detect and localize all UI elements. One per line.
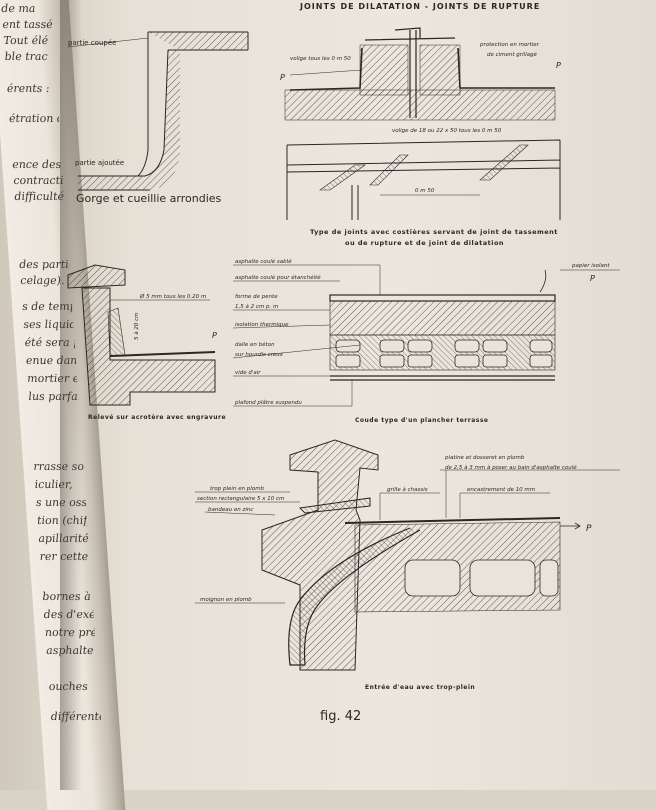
label-protection-2: de ciment grillagé <box>487 51 538 58</box>
releve-caption: Relevé sur acrotère avec engravure <box>88 414 226 421</box>
label-plafond: plafond plâtre suspendu <box>234 399 302 406</box>
joint-section-figure: volige tous les 0 m 50 protection en mor… <box>280 27 561 247</box>
label-trop-plein-1: trop plein en plomb <box>210 486 265 492</box>
label-p-left: P <box>280 73 285 82</box>
label-vide-air: vide d'air <box>235 370 261 376</box>
label-trop-plein-2: section rectangulaire 5 x 10 cm <box>197 496 284 502</box>
label-p: P <box>586 524 592 534</box>
label-anchor: Ø 5 mm tous les 0.20 m <box>139 293 206 300</box>
label-asphalte-etancheite: asphalte coulé pour étanchéité <box>235 274 321 281</box>
releve-figure: Ø 5 mm tous les 0.20 m 5 à 20 cm P Relev… <box>67 264 226 421</box>
joint-caption-2: ou de rupture et de joint de dilatation <box>345 239 504 247</box>
label-forme-pente: forme de pente <box>235 294 278 300</box>
label-p: P <box>212 331 217 340</box>
gorge-caption: Gorge et cueillie arrondies <box>76 192 222 205</box>
figure-42-drawings: JOINTS DE DILATATION - JOINTS DE RUPTURE… <box>67 2 620 724</box>
label-platine-2: de 2,5 à 3 mm à poser au bain d'asphalte… <box>445 464 577 471</box>
label-p-right: P <box>556 61 561 70</box>
figure-number: fig. 42 <box>320 709 361 724</box>
plancher-caption: Coude type d'un plancher terrasse <box>355 417 488 424</box>
label-hourdis: sur hourdis creux <box>235 352 284 358</box>
label-p: P <box>590 274 595 283</box>
gorge-figure: partie coupée partie ajoutée Gorge et cu… <box>67 31 249 205</box>
book-gutter-shadow <box>60 0 82 790</box>
label-moignon: moignon en plomb <box>200 597 252 603</box>
label-volige: volige tous les 0 m 50 <box>290 56 351 62</box>
label-encastrement: encastrement de 10 mm <box>467 487 535 493</box>
label-protection-1: protection en mortier <box>479 42 540 48</box>
page-header-title: JOINTS DE DILATATION - JOINTS DE RUPTURE <box>299 2 540 11</box>
label-plan-dim: 0 m 50 <box>415 188 435 194</box>
label-papier: papier isolant <box>571 263 610 269</box>
label-grille: grille à chassis <box>387 486 428 493</box>
label-dalle: dalle en béton <box>235 341 275 348</box>
label-plan-volige: volige de 18 ou 22 x 50 tous les 0 m 50 <box>392 128 502 134</box>
label-height: 5 à 20 cm <box>133 313 140 341</box>
label-isolation: isolation thermique <box>235 322 289 328</box>
plancher-figure: asphalte coulé sablé asphalte coulé pour… <box>232 258 620 424</box>
label-pente-value: 1,5 à 2 cm p. m <box>235 303 278 310</box>
label-bandeau: bandeau en zinc <box>208 507 253 513</box>
label-platine-1: platine et dosseret en plomb <box>444 455 525 461</box>
joint-caption-1: Type de joints avec costières servant de… <box>310 228 558 236</box>
label-partie-ajoutee: partie ajoutée <box>75 159 124 167</box>
entree-caption: Entrée d'eau avec trop-plein <box>365 684 475 691</box>
label-asphalte-sable: asphalte coulé sablé <box>235 258 292 265</box>
label-partie-coupee: partie coupée <box>68 39 116 47</box>
entree-eau-figure: platine et dosseret en plomb de 2,5 à 3 … <box>195 439 620 691</box>
